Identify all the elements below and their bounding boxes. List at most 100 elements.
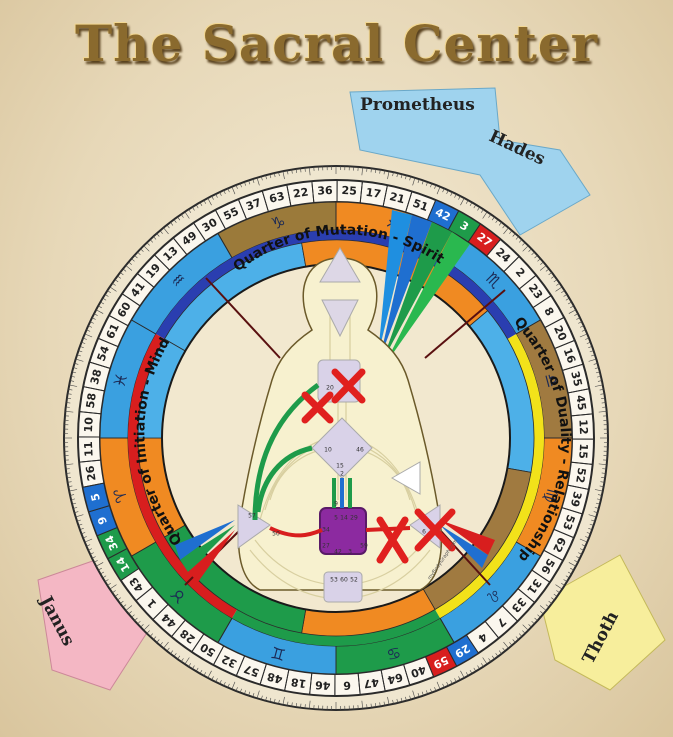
tick <box>81 532 86 535</box>
body-gate-number: 10 <box>324 447 332 454</box>
x-mark-throat <box>301 368 366 424</box>
body-gate-number: 6 <box>422 529 426 536</box>
tick <box>405 696 407 701</box>
tick <box>143 624 150 631</box>
tick <box>70 380 75 382</box>
tick <box>88 548 93 551</box>
tick <box>261 695 263 700</box>
tick <box>309 700 311 709</box>
body-gate-number: 50 <box>272 531 280 538</box>
zodiac-band: ♑♐♏♎♍♌♋♊♉♈♓♒ <box>99 201 573 675</box>
tick <box>477 206 480 211</box>
tick <box>177 655 181 660</box>
tick <box>442 683 445 688</box>
quarter-divider-ne <box>424 289 506 359</box>
tick <box>601 402 606 404</box>
tick <box>235 687 238 692</box>
gate-number: 61 <box>104 321 122 340</box>
tick <box>114 279 119 283</box>
tick <box>565 297 570 301</box>
gate-number: 62 <box>550 535 568 554</box>
tick <box>192 206 195 211</box>
tick <box>163 641 169 649</box>
tick <box>591 354 596 357</box>
tick <box>231 681 236 690</box>
tick <box>522 245 529 252</box>
tick <box>98 305 102 309</box>
tick <box>239 688 242 693</box>
tick <box>593 363 598 365</box>
tick <box>215 678 218 683</box>
body-gate-number: 15 <box>336 463 344 470</box>
tick <box>480 209 484 213</box>
gate-number: 18 <box>290 675 307 690</box>
tick <box>570 567 574 571</box>
tick <box>309 167 311 176</box>
tick <box>579 333 588 338</box>
tick <box>128 261 132 265</box>
tick <box>502 647 506 652</box>
tick <box>203 200 207 204</box>
head-center <box>319 247 361 283</box>
tick <box>540 261 544 265</box>
tick <box>555 286 563 292</box>
tick <box>446 190 449 195</box>
ajna-center <box>321 299 359 338</box>
tick <box>460 197 465 206</box>
tick <box>295 168 297 173</box>
body-gate-number: 34 <box>322 527 330 534</box>
channel-wedge-9 <box>380 215 432 358</box>
tick <box>598 411 607 413</box>
tick <box>89 321 94 324</box>
tick <box>586 341 591 344</box>
tick <box>282 171 285 180</box>
tick <box>66 397 71 399</box>
tick <box>98 567 102 571</box>
tick-marks <box>64 166 608 710</box>
tick <box>465 672 469 676</box>
tick <box>146 630 150 634</box>
tick <box>498 650 502 654</box>
tick <box>215 193 218 198</box>
tick <box>561 582 565 586</box>
tick <box>68 485 73 487</box>
tick <box>86 544 91 547</box>
tick <box>81 341 86 344</box>
tick <box>531 251 535 256</box>
gate-number: 47 <box>363 675 380 690</box>
channel-wedge-27 <box>188 530 235 582</box>
tick <box>442 188 445 193</box>
tick <box>473 667 477 672</box>
gate-number: 45 <box>573 394 588 411</box>
body-gate-number: 59 <box>360 543 368 550</box>
tick <box>522 624 529 631</box>
tick <box>473 204 477 209</box>
tick <box>273 173 276 178</box>
tick <box>195 667 199 672</box>
tick <box>482 657 488 665</box>
tick <box>248 691 251 696</box>
tick <box>143 245 150 252</box>
gate-number: 52 <box>573 467 588 484</box>
gate-number: 16 <box>561 346 578 365</box>
tick <box>586 532 591 535</box>
tick <box>540 611 544 615</box>
tick <box>512 639 516 643</box>
tick <box>417 693 420 698</box>
tick <box>84 538 93 543</box>
channel-wedge-3 <box>180 525 235 572</box>
tick <box>100 571 105 575</box>
tick <box>211 195 214 200</box>
tick <box>137 251 141 256</box>
tick <box>102 575 107 579</box>
tick <box>537 614 541 618</box>
tick <box>65 411 74 413</box>
tick <box>256 690 260 699</box>
tick <box>409 695 411 700</box>
tick <box>601 472 606 474</box>
channel-wedge-5 <box>378 210 412 355</box>
tick <box>114 593 119 597</box>
tick <box>125 265 133 271</box>
tick <box>588 346 593 348</box>
